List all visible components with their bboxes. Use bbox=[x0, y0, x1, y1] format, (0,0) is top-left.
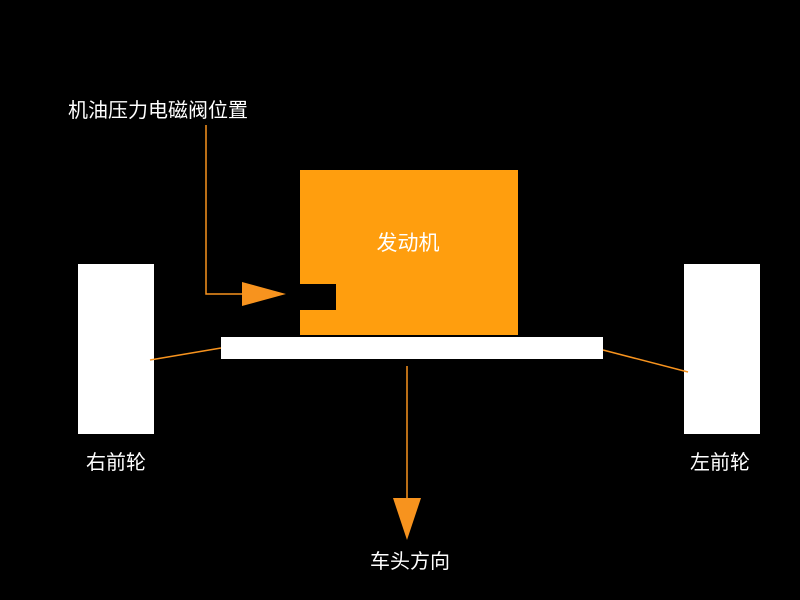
left-front-wheel-label: 左前轮 bbox=[690, 450, 750, 474]
engine-label: 发动机 bbox=[377, 231, 440, 255]
left-wheel-connector-line bbox=[602, 349, 689, 373]
direction-arrowhead bbox=[393, 498, 421, 540]
solenoid-pointer-arrowhead bbox=[242, 282, 286, 306]
left-front-wheel bbox=[684, 264, 760, 434]
right-wheel-connector-line bbox=[149, 347, 222, 361]
solenoid-pointer-line bbox=[205, 125, 244, 295]
axle-bar bbox=[221, 337, 603, 359]
solenoid-valve-marker bbox=[300, 284, 336, 310]
right-front-wheel bbox=[78, 264, 154, 434]
engine-block bbox=[300, 170, 518, 335]
vehicle-front-direction-label: 车头方向 bbox=[370, 549, 450, 573]
right-front-wheel-label: 右前轮 bbox=[86, 450, 146, 474]
solenoid-valve-position-label: 机油压力电磁阀位置 bbox=[68, 98, 248, 122]
